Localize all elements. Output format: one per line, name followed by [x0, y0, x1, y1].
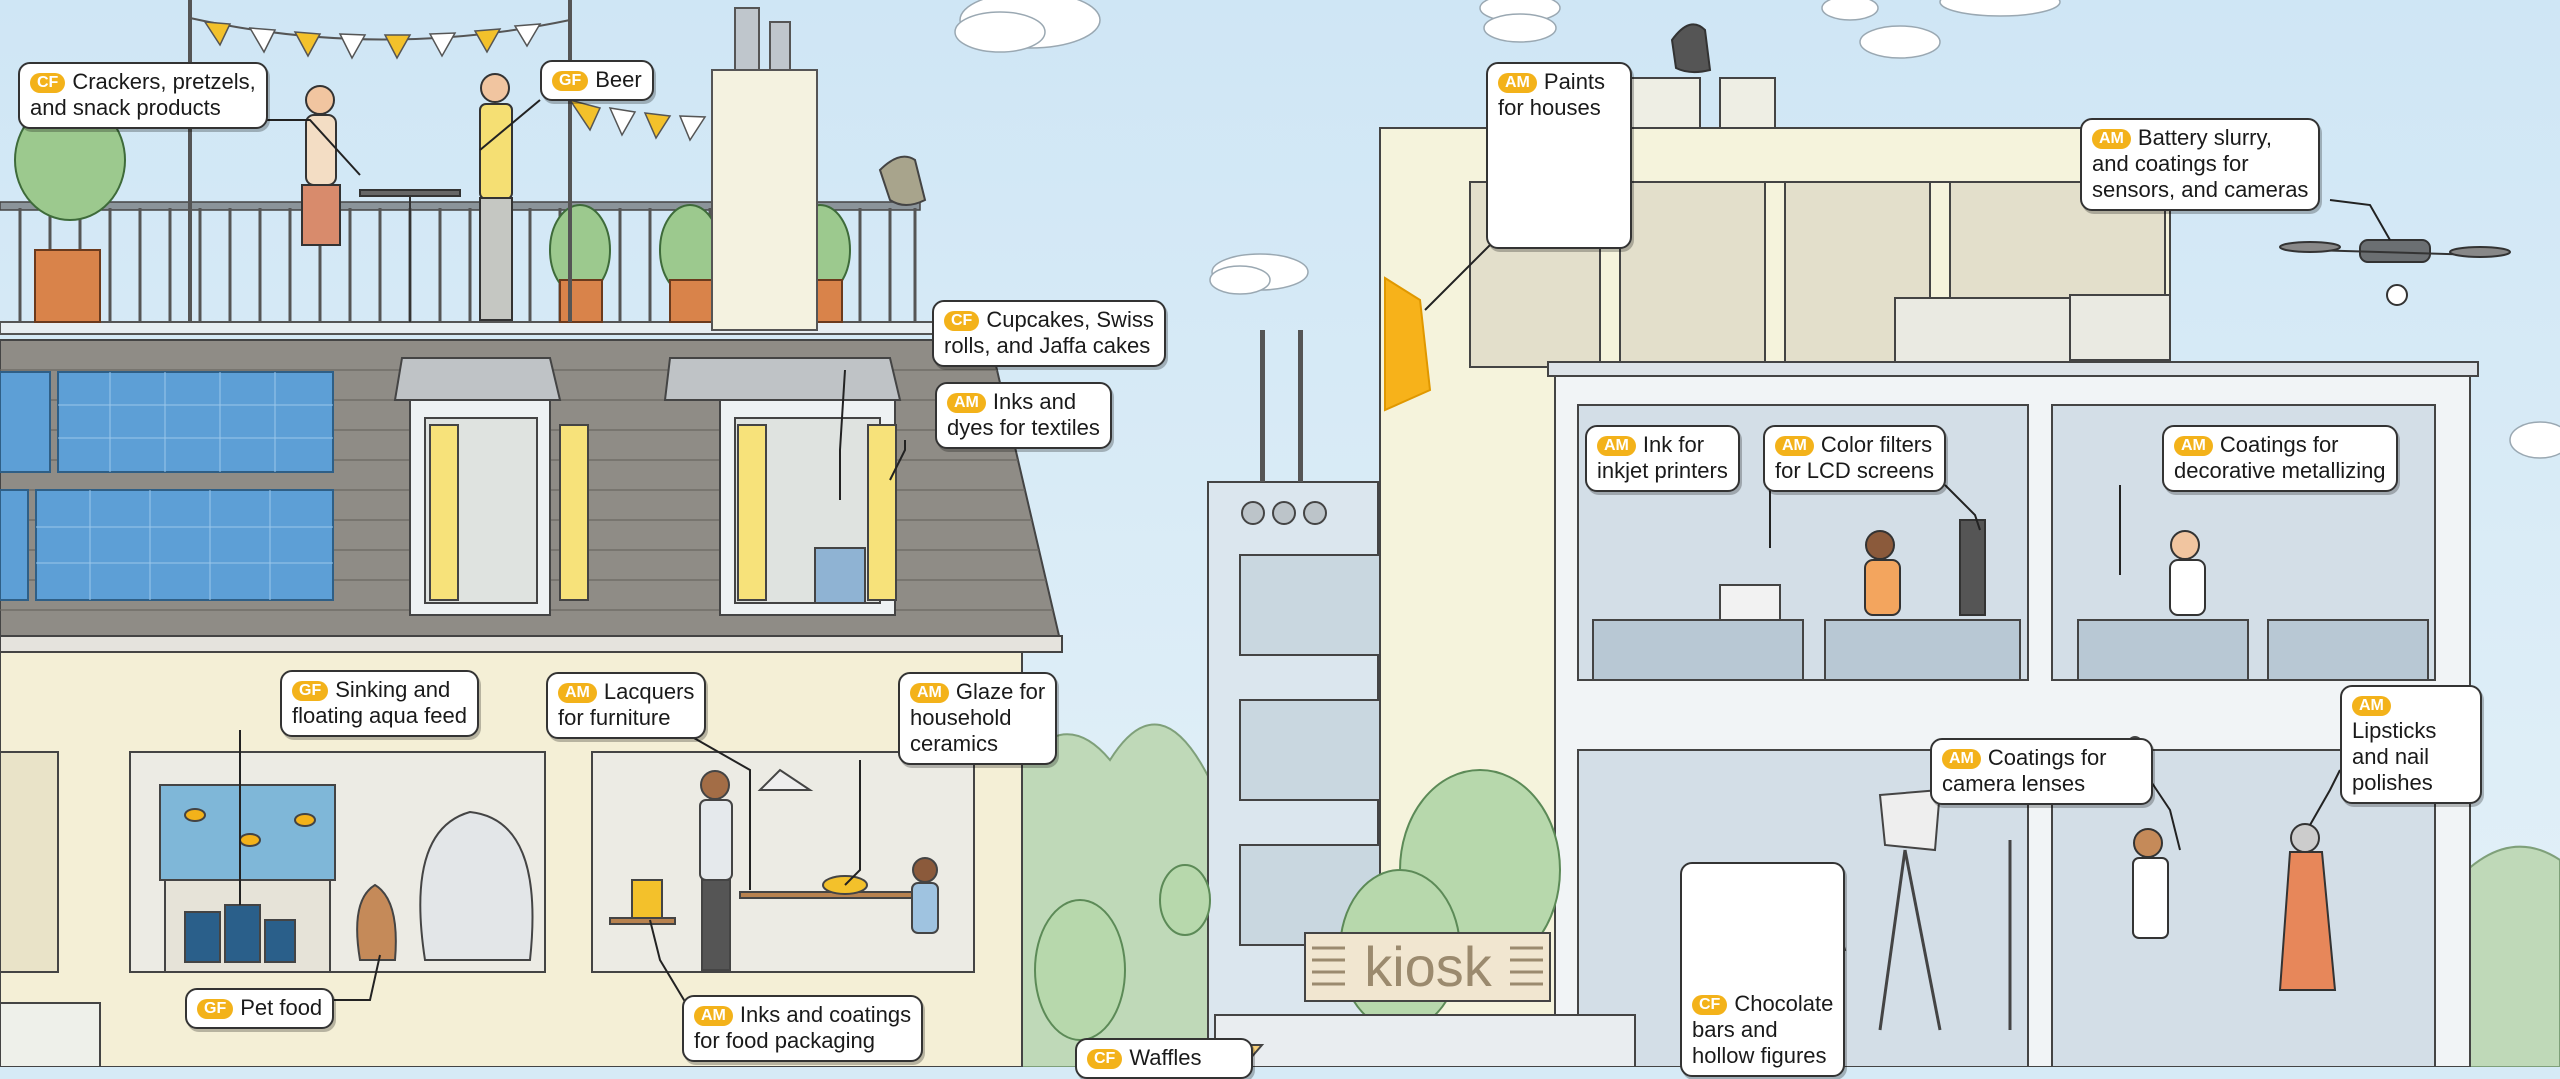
label-text: Paints: [1543, 69, 1606, 94]
label-text: Coatings for: [1987, 745, 2107, 770]
label-text: and snack products: [30, 95, 221, 120]
dormer-windows: [393, 357, 902, 616]
label-text: Lacquers: [603, 679, 695, 704]
label-text: Beer: [595, 67, 642, 92]
tag-badge: AM: [910, 683, 949, 703]
label-lipsticks: AM Lipsticks and nail polishes: [2340, 685, 2483, 804]
tag-badge: GF: [552, 71, 589, 91]
label-battery: AM Battery slurry, and coatings for senso…: [2080, 118, 2321, 211]
tag-badge: AM: [1498, 73, 1537, 93]
label-text: for food packaging: [694, 1028, 876, 1053]
label-text: Waffles: [1129, 1045, 1202, 1070]
tag-badge: AM: [2174, 436, 2213, 456]
tag-badge: AM: [947, 393, 986, 413]
label-text: Glaze for: [955, 679, 1046, 704]
label-text: dyes for textiles: [947, 415, 1100, 440]
cat-and-chair: [356, 810, 534, 961]
label-inkjet: AM Ink for inkjet printers: [1585, 425, 1740, 492]
tag-badge: AM: [694, 1006, 733, 1026]
kiosk-sign-text: kiosk: [1364, 935, 1492, 998]
tag-badge: AM: [558, 683, 597, 703]
label-textiles: AM Inks and dyes for textiles: [935, 382, 1112, 449]
chimney: [711, 7, 818, 331]
label-text: camera lenses: [1942, 771, 2086, 796]
label-metallizing: AM Coatings for decorative metallizing: [2162, 425, 2398, 492]
label-text: decorative metallizing: [2174, 458, 2386, 483]
drone: [2279, 239, 2511, 306]
label-text: Cupcakes, Swiss: [986, 307, 1154, 332]
label-text: polishes: [2352, 770, 2433, 795]
label-lacquers: AM Lacquers for furniture: [546, 672, 707, 739]
label-text: rolls, and Jaffa cakes: [944, 333, 1151, 358]
label-text: for houses: [1498, 95, 1601, 120]
label-text: Pet food: [240, 995, 323, 1020]
label-text: and nail: [2352, 744, 2430, 769]
label-text: Ink for: [1642, 432, 1705, 457]
label-text: Lipsticks: [2352, 718, 2437, 743]
label-text: Chocolate: [1734, 991, 1834, 1016]
label-text: Inks and: [992, 389, 1077, 414]
tag-badge: GF: [197, 999, 234, 1019]
tag-badge: AM: [2092, 129, 2131, 149]
clouds: [954, 0, 2560, 459]
label-text: and coatings for: [2092, 151, 2249, 176]
label-text: Crackers, pretzels,: [72, 69, 256, 94]
dining-room: [609, 768, 939, 971]
tag-badge: CF: [1087, 1049, 1123, 1069]
label-text: hollow figures: [1692, 1043, 1827, 1068]
label-crackers: CF Crackers, pretzels, and snack products: [18, 62, 268, 129]
label-text: Inks and coatings: [739, 1002, 912, 1027]
tag-badge: CF: [944, 311, 980, 331]
tag-badge: AM: [2352, 696, 2391, 716]
label-text: Color filters: [1820, 432, 1933, 457]
label-text: Sinking and: [335, 677, 451, 702]
label-packaging: AM Inks and coatings for food packaging: [682, 995, 924, 1062]
tag-badge: AM: [1597, 436, 1636, 456]
label-paints: AM Paints for houses: [1486, 62, 1632, 249]
label-text: for furniture: [558, 705, 671, 730]
kiosk-sign: kiosk: [1348, 934, 1508, 1000]
label-lcd: AM Color filters for LCD screens: [1763, 425, 1946, 492]
solar-panels: [0, 371, 334, 601]
label-glaze: AM Glaze for household ceramics: [898, 672, 1058, 765]
middle-building: [1207, 330, 1381, 1067]
label-text: Coatings for: [2219, 432, 2339, 457]
tag-badge: CF: [1692, 995, 1728, 1015]
label-beer: GF Beer: [540, 60, 654, 101]
label-chocolate: CF Chocolate bars and hollow figures: [1680, 862, 1846, 1077]
tag-badge: GF: [292, 681, 329, 701]
label-aqua: GF Sinking and floating aqua feed: [280, 670, 479, 737]
aquarium: [159, 784, 336, 973]
tag-badge: AM: [1775, 436, 1814, 456]
label-text: bars and: [1692, 1017, 1778, 1042]
tag-badge: AM: [1942, 749, 1981, 769]
label-text: inkjet printers: [1597, 458, 1728, 483]
label-waffles: CF Waffles: [1075, 1038, 1254, 1079]
label-cupcakes: CF Cupcakes, Swiss rolls, and Jaffa cakes: [932, 300, 1166, 367]
kiosk: [1214, 932, 1636, 1067]
label-lenses: AM Coatings for camera lenses: [1930, 738, 2153, 805]
label-text: sensors, and cameras: [2092, 177, 2309, 202]
label-text: ceramics: [910, 731, 999, 756]
label-text: household: [910, 705, 1012, 730]
label-text: for LCD screens: [1775, 458, 1934, 483]
tag-badge: CF: [30, 73, 66, 93]
terrace-people: [301, 73, 513, 322]
bird: [878, 155, 927, 206]
label-petfood: GF Pet food: [185, 988, 335, 1029]
bunting: [188, 0, 707, 322]
label-text: floating aqua feed: [292, 703, 467, 728]
label-text: Battery slurry,: [2137, 125, 2272, 150]
